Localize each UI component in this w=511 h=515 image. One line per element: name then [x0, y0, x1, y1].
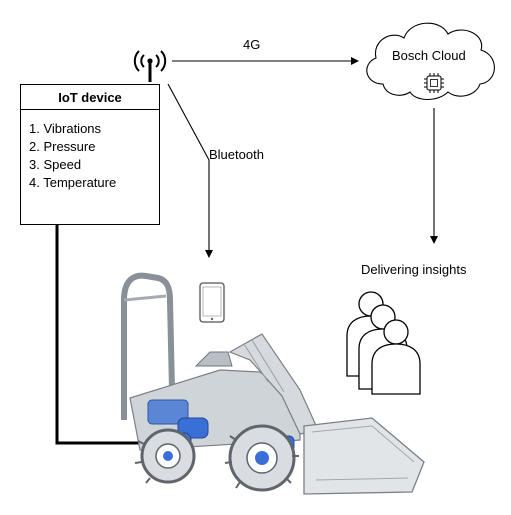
- cloud-label: Bosch Cloud: [392, 48, 466, 63]
- sensor-item: 2. Pressure: [29, 139, 96, 154]
- tablet-icon: [199, 282, 225, 323]
- antenna-icon: [133, 50, 167, 82]
- sensor-item: 3. Speed: [29, 157, 82, 172]
- iot-device-box: IoT device 1. Vibrations 2. Pressure 3. …: [20, 84, 160, 225]
- insights-label: Delivering insights: [361, 262, 467, 277]
- sensor-item: 1. Vibrations: [29, 121, 102, 136]
- sensor-item: 4. Temperature: [29, 175, 117, 190]
- sensor-list: 1. Vibrations 2. Pressure 3. Speed 4. Te…: [21, 110, 159, 192]
- cloud-chip-icon: [424, 73, 444, 93]
- bluetooth-arrow: [167, 83, 213, 258]
- wheel-loader-image: [121, 272, 425, 495]
- iot-device-title: IoT device: [21, 85, 159, 110]
- device-to-machine-connector: [55, 225, 148, 445]
- bosch-cloud-shape: [366, 22, 495, 101]
- 4g-label: 4G: [243, 37, 261, 52]
- users-group-icon: [346, 291, 421, 395]
- bluetooth-label: Bluetooth: [209, 147, 264, 162]
